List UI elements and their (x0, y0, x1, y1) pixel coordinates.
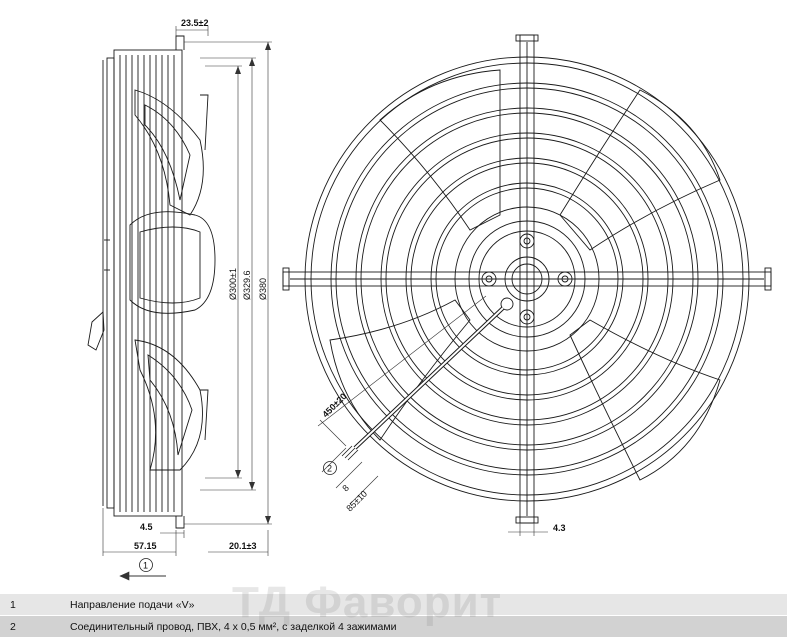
side-blade-top (134, 89, 204, 216)
dim-outer-diameter: Ø380 (258, 278, 268, 300)
callout-2-circle (323, 461, 337, 475)
front-view (282, 34, 772, 524)
hub-bolt-bottom (519, 309, 535, 325)
dim-bottom-right: 20.1±3 (229, 541, 256, 551)
cable-gland (500, 297, 514, 311)
blade-1 (559, 89, 721, 251)
dim-bottom-depth: 57.15 (134, 541, 157, 551)
fan-technical-drawing: 23.5±2 Ø300±1 Ø329.6 Ø380 4.5 57.15 20.1… (87, 18, 772, 581)
callout-2-label: 2 (327, 464, 332, 474)
dim-bottom-small: 4.5 (140, 522, 153, 532)
hub-bolt-right (557, 271, 573, 287)
legend-text: Направление подачи «V» (64, 593, 787, 616)
legend-text: Соединительный провод, ПВХ, 4 x 0,5 мм²,… (64, 615, 787, 637)
dim-top-width: 23.5±2 (181, 18, 208, 28)
side-housing (113, 49, 183, 517)
dim-rib-width: 4.3 (553, 523, 566, 533)
blade-4 (379, 69, 501, 231)
dim-mid-diameter: Ø329.6 (242, 270, 252, 300)
legend-table: 1 Направление подачи «V» 2 Соединительны… (0, 593, 787, 637)
legend-num: 1 (0, 593, 64, 616)
dim-cable-a: 8 (340, 483, 351, 494)
side-cable-gland (87, 311, 105, 351)
side-view (87, 35, 216, 529)
side-guard-flange (106, 57, 115, 509)
front-dimensions (317, 295, 548, 536)
legend-row: 2 Соединительный провод, ПВХ, 4 x 0,5 мм… (0, 615, 787, 637)
side-motor-hub (129, 211, 216, 314)
callout-1-circle (139, 558, 153, 572)
blade-2 (569, 319, 721, 481)
hub-bolt-top (519, 233, 535, 249)
callout-1-label: 1 (143, 561, 148, 571)
blade-3 (329, 299, 471, 441)
legend-row: 1 Направление подачи «V» (0, 593, 787, 616)
hub-bolt-left (481, 271, 497, 287)
side-dimension-arrows (235, 42, 271, 524)
dim-inner-diameter: Ø300±1 (228, 268, 238, 300)
motor-hub (468, 220, 586, 338)
motor-shaft (504, 256, 550, 302)
side-dimensions (102, 26, 272, 581)
side-blade-bottom (134, 339, 203, 471)
legend-num: 2 (0, 615, 64, 637)
